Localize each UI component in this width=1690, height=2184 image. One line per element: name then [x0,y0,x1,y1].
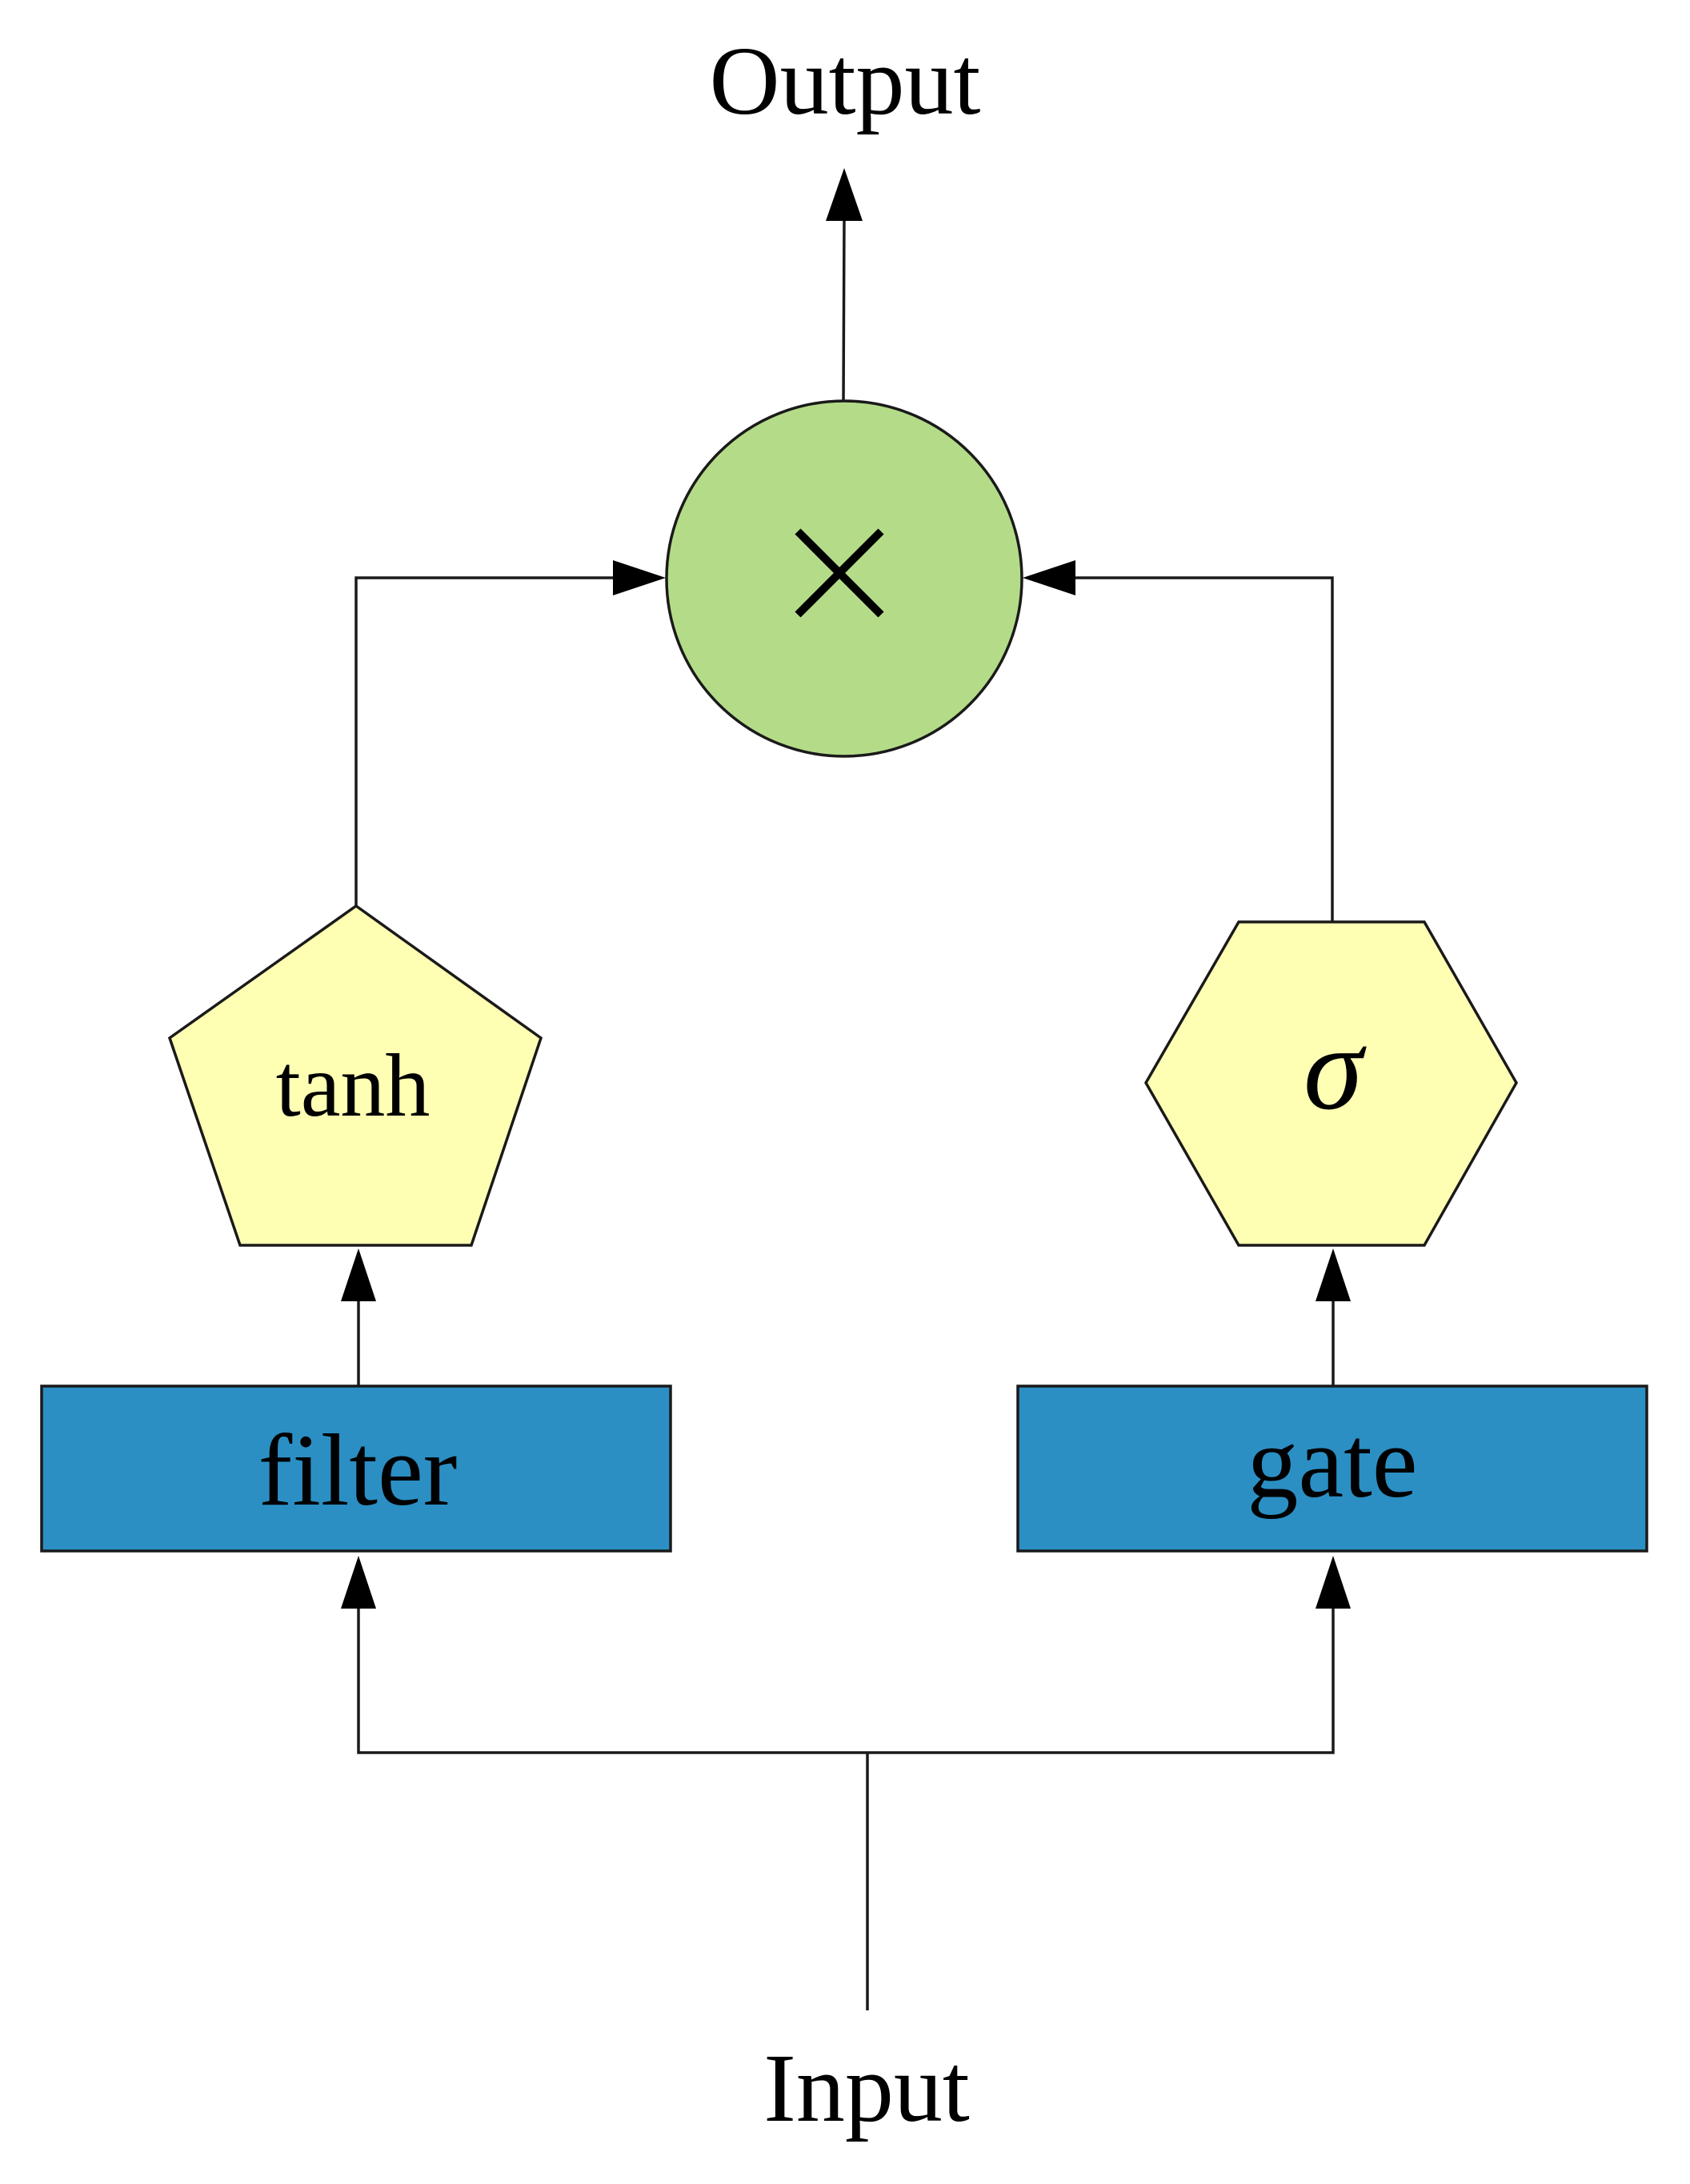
multiply-icon [795,528,884,618]
gate-label: gate [1247,1405,1417,1519]
arrowhead-tanh [341,1248,376,1301]
filter-block [40,1385,672,1553]
input-label: Input [763,2034,970,2142]
arrowhead-output [826,168,863,221]
wire-sigma-to-multiply [1072,576,1334,922]
sigma-label: σ [1304,1002,1367,1135]
filter-label: filter [258,1413,458,1527]
arrowhead-gate [1316,1556,1351,1609]
arrowhead-multiply-left [613,560,666,595]
wire-multiply-to-output [842,215,846,403]
sigma-node: σ [1143,920,1519,1247]
gate-block [1016,1385,1648,1553]
arrowhead-sigma [1316,1248,1351,1301]
sigma-hexagon [1143,920,1519,1247]
output-label: Output [710,27,981,135]
tanh-pentagon [167,904,543,1247]
tanh-node: tanh [167,904,543,1247]
tanh-label: tanh [276,1036,431,1136]
arrowhead-multiply-right [1023,560,1075,595]
filter-node: filter [40,1385,672,1553]
wire-tanh-to-multiply [354,576,616,906]
gate-node: gate [1016,1385,1648,1553]
wire-input-split [357,1609,1335,1754]
arrowhead-filter [341,1556,376,1609]
multiply-node [665,399,1023,758]
